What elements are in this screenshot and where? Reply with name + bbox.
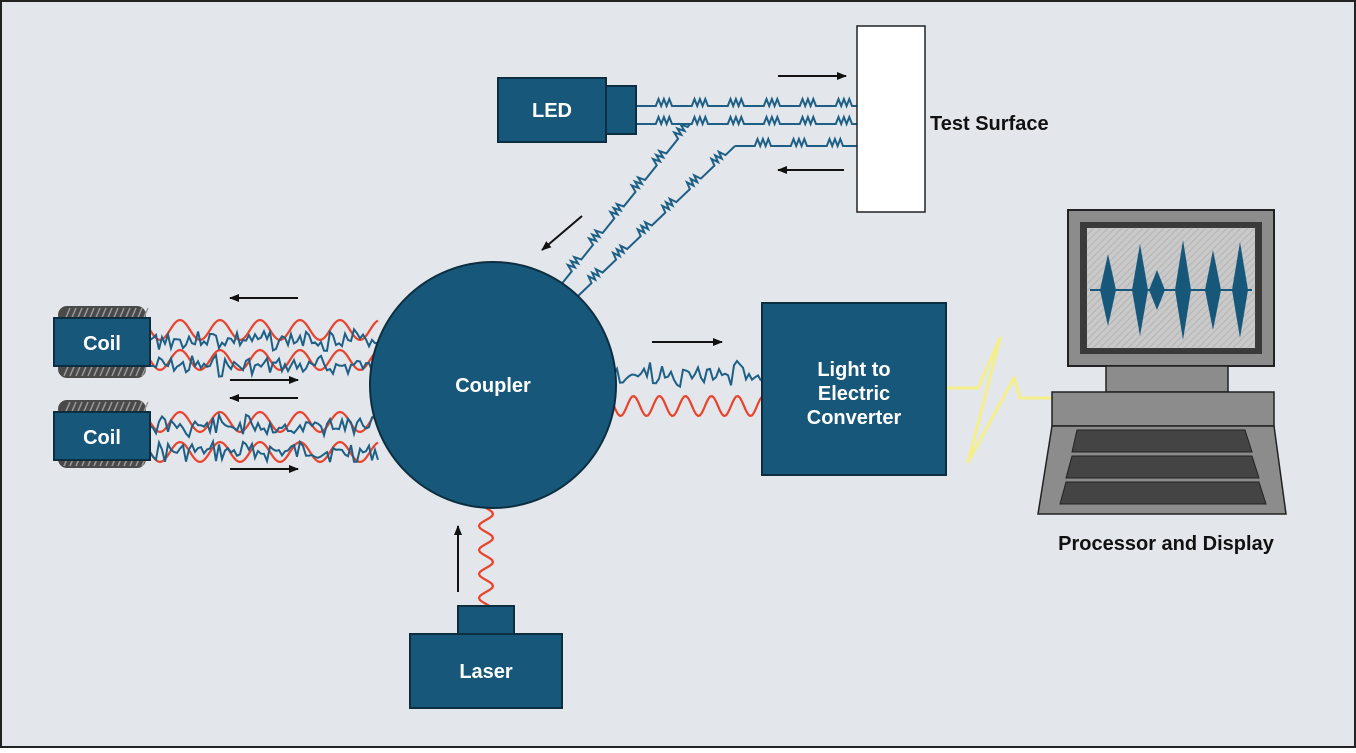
signal-coil2-bottom (149, 438, 379, 465)
test-surface-label: Test Surface (930, 113, 1049, 135)
coupler: Coupler (369, 261, 617, 509)
coil-2: Coil (53, 400, 151, 468)
wave-coil2-bottom (149, 440, 379, 464)
coil-1: Coil (53, 306, 151, 378)
processor-label: Processor and Display (1058, 533, 1275, 555)
screen-pulse-4 (1175, 240, 1191, 340)
signal-coil1-top (149, 327, 378, 352)
direction-arrows (229, 72, 847, 592)
wave-to-converter (612, 394, 763, 418)
screen-pulse-6 (1232, 242, 1248, 338)
laser-source: Laser (409, 605, 563, 709)
led-source: LED (497, 77, 637, 143)
wave-coil1-top (149, 318, 379, 342)
fiber-led-out-2 (636, 114, 857, 127)
converter-label-line2: Electric (818, 383, 890, 405)
signal-coil1-bottom (149, 352, 379, 379)
converter-label-line1: Light to (817, 359, 890, 381)
wave-coil2-top (149, 410, 379, 434)
led-label: LED (532, 100, 572, 122)
screen-waveform (1090, 240, 1252, 340)
fiber-led-out-1 (636, 96, 857, 109)
test-surface: Test Surface (856, 25, 1049, 213)
fiber-return (735, 136, 857, 149)
signal-to-converter (613, 359, 762, 389)
screen-pulse-1 (1100, 254, 1116, 326)
coil-1-label: Coil (83, 333, 121, 355)
screen-pulse-3 (1149, 270, 1165, 310)
coil-2-label: Coil (83, 427, 121, 449)
signal-coil2-top (149, 411, 379, 439)
light-to-electric-converter: Light to Electric Converter (761, 302, 947, 476)
coupler-label: Coupler (455, 375, 531, 397)
fiber-lines (149, 96, 1052, 607)
wave-coil1-bottom (149, 348, 379, 372)
screen-pulse-5 (1205, 250, 1221, 330)
fiber-diagonal-2 (577, 145, 736, 297)
arrow-diagonal-to-coupler (541, 215, 583, 251)
wave-laser (477, 507, 495, 607)
processor-and-display: Processor and Display (1037, 209, 1287, 555)
signal-to-processor (946, 336, 1052, 464)
fiber-diagonal-1 (559, 122, 691, 287)
laser-label: Laser (459, 661, 513, 683)
screen-pulse-2 (1132, 244, 1148, 336)
converter-label-line3: Converter (807, 407, 902, 429)
